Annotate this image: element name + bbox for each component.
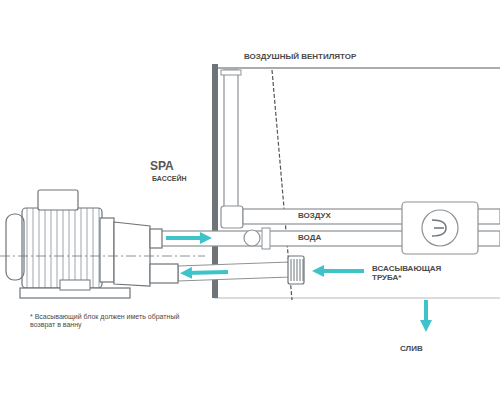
pump bbox=[6, 190, 178, 298]
jet-symbol bbox=[432, 220, 446, 236]
spa-label: SPA bbox=[150, 160, 174, 174]
drain-arrow bbox=[424, 300, 428, 326]
strainer-slots bbox=[291, 259, 303, 281]
pipe-label: ВОЗДУХ bbox=[296, 211, 333, 220]
jet-body bbox=[402, 202, 478, 254]
pipe-coupling bbox=[262, 228, 270, 249]
pipe-label: ВОДА bbox=[296, 233, 323, 242]
pool-wall bbox=[212, 64, 218, 298]
air-vent-cap bbox=[221, 70, 241, 75]
pool-floor bbox=[214, 298, 500, 299]
jet-nozzle bbox=[422, 210, 458, 246]
flow-arrow bbox=[186, 272, 228, 273]
top-label: ВОЗДУШНЫЙ ВЕНТИЛЯТОР bbox=[242, 52, 358, 61]
pool-label: БАССЕЙН bbox=[152, 175, 187, 183]
air-riser bbox=[224, 70, 238, 220]
air-elbow bbox=[221, 206, 243, 228]
water-fitting bbox=[244, 230, 260, 246]
flow-arrow bbox=[166, 236, 206, 240]
suction-strainer bbox=[288, 256, 304, 284]
suction-pipe bbox=[178, 262, 290, 281]
pool-rim bbox=[214, 67, 500, 69]
footnote: * Всасывающий блок должен иметь обратный… bbox=[30, 313, 180, 329]
flow-arrow bbox=[318, 269, 364, 273]
suction-label: ВСАСЫВАЮЩАЯ ТРУБА* bbox=[372, 264, 452, 282]
drain-label: СЛИВ bbox=[400, 344, 423, 353]
center-line bbox=[0, 256, 205, 257]
